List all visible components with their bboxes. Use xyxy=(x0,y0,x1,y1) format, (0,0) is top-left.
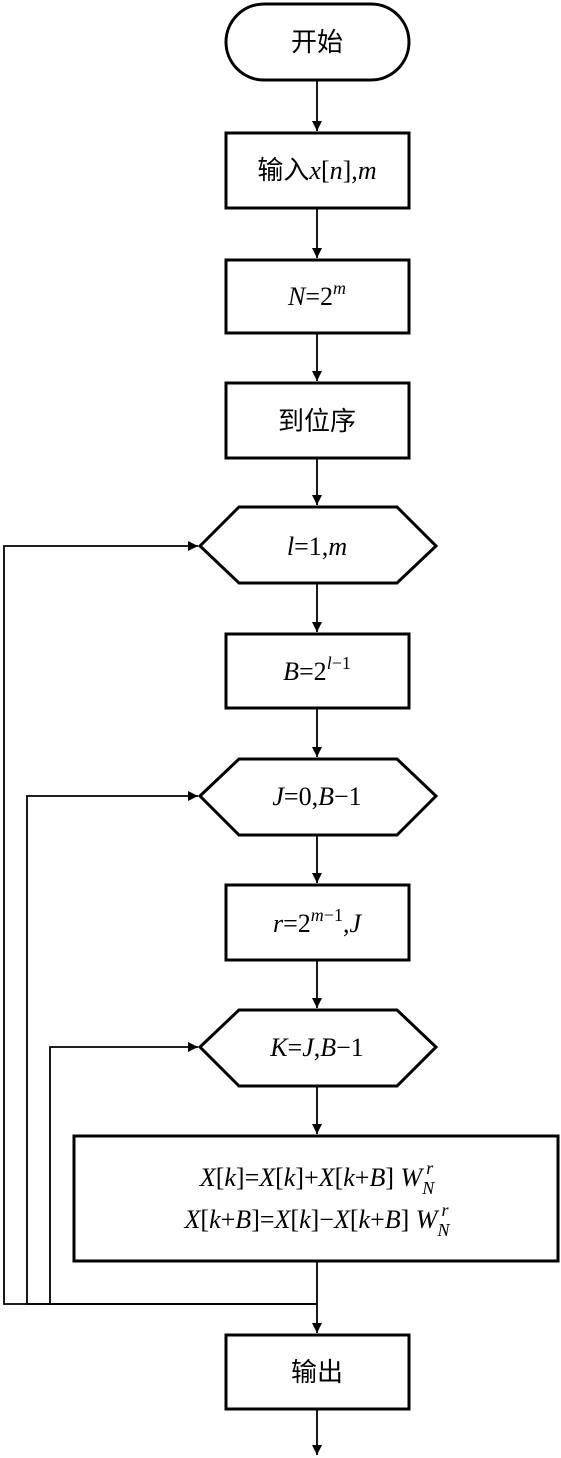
loop-k-node: K=J,B−1 xyxy=(197,1008,439,1088)
loop-l-node: l=1,m xyxy=(197,505,439,585)
input-node: 输入x[n],m xyxy=(224,131,411,210)
butterfly-node: X[k]=X[k]+X[k+B] WNr X[k+B]=X[k]−X[k+B] … xyxy=(72,1134,560,1263)
loop-j-node: J=0,B−1 xyxy=(197,757,439,837)
start-node: 开始 xyxy=(224,2,411,82)
r-assign-node: r=2m−1,J xyxy=(224,883,411,962)
butterfly-line-1: X[k]=X[k]+X[k+B] WNr xyxy=(199,1158,435,1198)
loop-k-label: K=J,B−1 xyxy=(269,1033,364,1062)
bit-reverse-node: 到位序 xyxy=(224,381,411,460)
loop-l-label: l=1,m xyxy=(287,532,347,561)
loop-back-k xyxy=(49,1042,317,1305)
start-label: 开始 xyxy=(291,28,343,58)
r-assign-label: r=2m−1,J xyxy=(273,905,362,938)
butterfly-line-2: X[k+B]=X[k]−X[k+B] WNr xyxy=(184,1200,451,1240)
output-label: 输出 xyxy=(291,1358,343,1388)
b-assign-node: B=2l−1 xyxy=(224,632,411,710)
n-assign-label: N=2m xyxy=(287,278,346,311)
bit-reverse-label: 到位序 xyxy=(278,407,356,437)
loop-j-label: J=0,B−1 xyxy=(272,782,361,811)
connectors xyxy=(3,80,322,1455)
input-label: 输入x[n],m xyxy=(257,156,376,186)
output-node: 输出 xyxy=(224,1333,411,1411)
n-assign-node: N=2m xyxy=(224,258,411,335)
b-assign-label: B=2l−1 xyxy=(283,653,351,686)
